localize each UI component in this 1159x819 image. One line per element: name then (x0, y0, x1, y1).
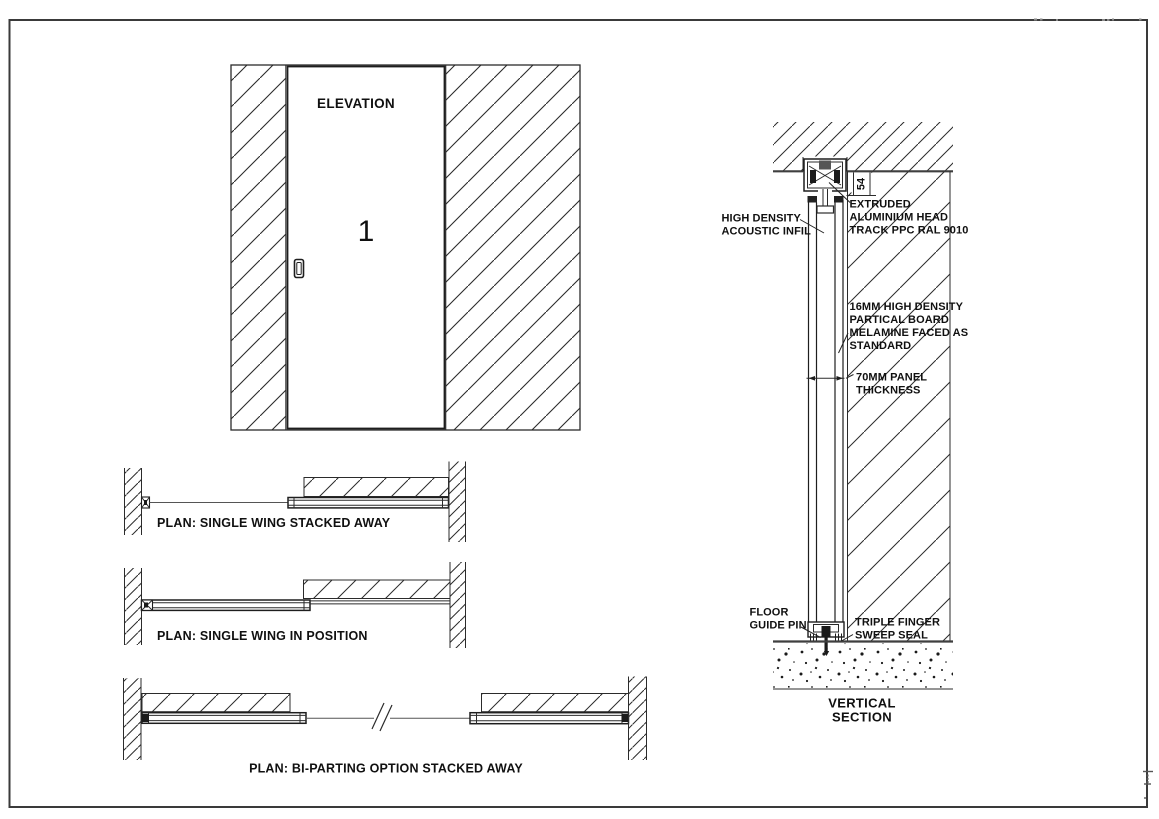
title-block-edge-marks (1143, 770, 1153, 785)
soffit-pocket-left (141, 693, 291, 713)
annotation-panel-thickness-line2: THICKNESS (856, 385, 920, 397)
annotation-particle-board-line3: MELAMINE FACED AS (850, 327, 969, 339)
elevation-view: ELEVATION 1 (230, 64, 581, 431)
elevation-wall-hatch-left (231, 65, 286, 430)
elevation-title: ELEVATION (317, 96, 395, 111)
head-track-assembly (803, 158, 847, 214)
elevation-panel-number: 1 (358, 215, 375, 248)
soffit-pocket-right (481, 693, 629, 713)
section-caption-line1: VERTICAL (828, 696, 895, 711)
annotation-floor-guide-pin-line2: GUIDE PIN (750, 620, 807, 632)
plan2-caption: PLAN: SINGLE WING IN POSITION (157, 629, 368, 643)
door-handle (293, 258, 305, 279)
annotation-acoustic-infil-line2: ACOUSTIC INFIL (722, 226, 812, 238)
plan3-caption: PLAN: BI-PARTING OPTION STACKED AWAY (249, 762, 523, 776)
plan-bi-parting-stacked-away: PLAN: BI-PARTING OPTION STACKED AWAY (123, 676, 647, 776)
annotation-head-track-line3: TRACK PPC RAL 9010 (850, 225, 969, 237)
stacked-panel (287, 496, 450, 509)
wall-bracket (621, 714, 629, 722)
bottom-rail-assembly (807, 621, 845, 656)
head-dimension: 54 (846, 172, 876, 196)
head-dimension-value: 54 (855, 177, 867, 190)
ceiling-hatch (773, 122, 953, 171)
top-seal-left (807, 196, 817, 203)
panel-skins (807, 200, 844, 622)
elevation-wall-hatch-right (445, 65, 580, 430)
left-stacked-panel (141, 711, 307, 725)
roller-left (810, 170, 816, 183)
annotation-floor-guide-pin-line1: FLOOR (750, 607, 789, 619)
wall-bracket (140, 599, 154, 611)
edge-marks (1034, 18, 1146, 799)
plan-single-wing-stacked-away: PLAN: SINGLE WING STACKED AWAY (124, 461, 466, 542)
floor-concrete (773, 643, 953, 689)
top-seal-right (834, 196, 844, 203)
right-stacked-panel (469, 711, 630, 725)
annotation-particle-board-line1: 16MM HIGH DENSITY (850, 301, 964, 313)
soffit-pocket (303, 477, 449, 497)
panel-thickness-dimension (806, 376, 845, 381)
elevation-outline (230, 64, 581, 431)
annotation-particle-board-line4: STANDARD (850, 340, 912, 352)
plan1-caption: PLAN: SINGLE WING STACKED AWAY (157, 516, 391, 530)
annotation-sweep-seal-line2: SWEEP SEAL (855, 630, 928, 642)
sheet-border (8, 19, 1148, 808)
section-caption-line2: SECTION (832, 710, 892, 725)
annotation-sweep-seal-line1: TRIPLE FINGER (855, 617, 940, 629)
track-line (310, 600, 450, 605)
leader-lines (799, 182, 854, 642)
annotation-acoustic-infil-line1: HIGH DENSITY (722, 213, 802, 225)
hanger-plate (816, 205, 835, 214)
plan-single-wing-in-position: PLAN: SINGLE WING IN POSITION (124, 562, 466, 648)
annotation-head-track-line2: ALUMINIUM HEAD (850, 212, 949, 224)
door-leaf (286, 65, 446, 430)
annotation-panel-thickness-line1: 70MM PANEL (856, 372, 927, 384)
vertical-section-view: 54 (722, 122, 969, 725)
soffit-pocket (303, 579, 451, 599)
title-block-edge-dots (1146, 774, 1149, 783)
panel-in-position (140, 599, 311, 612)
wall-bracket (142, 714, 149, 722)
centre-line-with-break (306, 702, 470, 732)
annotation-particle-board-line2: PARTICAL BOARD (850, 314, 949, 326)
annotation-head-track-line1: EXTRUDED (850, 199, 911, 211)
roller-right (834, 170, 840, 183)
wall-hatch (847, 171, 950, 642)
wall-bracket (140, 496, 151, 509)
